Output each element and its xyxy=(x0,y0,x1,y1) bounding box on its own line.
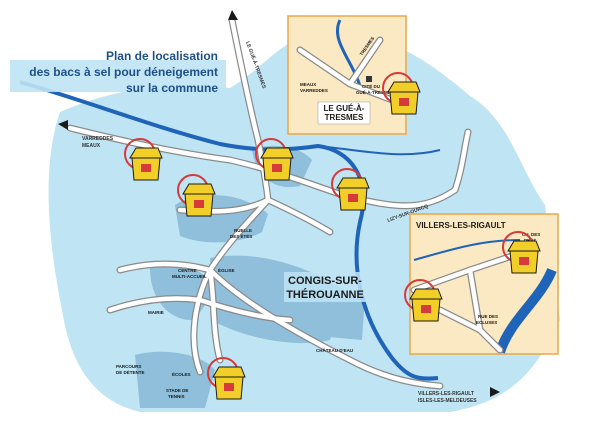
bin-varreddes-lid xyxy=(129,147,163,159)
river-branch xyxy=(317,145,441,156)
inset-villers-title: VILLERS-LES-RIGAULT xyxy=(416,221,506,230)
bin-varreddes-marker xyxy=(141,164,151,172)
inset-villers-les-rigault: VILLERS-LES-RIGAULT CH. DES PRÉS RUE DES… xyxy=(409,213,559,355)
inset-gue-cite-2: GUÉ-À-TRESMES xyxy=(356,88,394,95)
inset-gue-a-tresmes: MEAUX VARREDDES CITÉ DU GUÉ-À-TRESMES TR… xyxy=(287,15,407,135)
map-title-line-3: sur la commune xyxy=(126,81,218,95)
road-label-villers-1: VILLERS-LES-RIGAULT xyxy=(418,391,474,397)
bin-villers-ouest-icon[interactable] xyxy=(404,279,443,322)
bin-route-lizy-marker xyxy=(348,194,358,202)
place-label-parcours-2: DE DÉTENTE xyxy=(116,368,145,375)
map-title-line-1: Plan de localisation xyxy=(106,49,218,63)
inset-villers-rue-2: ECLUSES xyxy=(476,320,497,325)
arrow-villers-icon xyxy=(490,387,500,397)
place-label-centre: CENTRE xyxy=(178,268,197,273)
bin-route-lizy-lid xyxy=(336,177,370,189)
title-box: Plan de localisation des bacs à sel pour… xyxy=(10,49,226,95)
place-label-ruelle-2: DES ÉTÉS xyxy=(230,232,252,239)
bin-villers-ouest-lid xyxy=(409,288,443,300)
arrow-varreddes-icon xyxy=(58,120,68,130)
inset-gue-meaux: MEAUX xyxy=(300,82,316,87)
road-label-meaux: MEAUX xyxy=(82,143,101,149)
place-label-chateau: CHÂTEAU D'EAU xyxy=(316,347,353,353)
town-name-line-2: THÉROUANNE xyxy=(286,288,364,301)
place-label-eglise: ÉGLISE xyxy=(218,266,235,273)
place-label-ecoles: ÉCOLES xyxy=(172,370,191,377)
road-label-villers-2: ISLES-LES-MELDEUSES xyxy=(418,398,477,404)
direction-arrows xyxy=(58,10,500,397)
town-name-line-1: CONGIS-SUR- xyxy=(288,275,362,287)
place-label-stade-2: TENNIS xyxy=(168,394,185,399)
bin-route-lizy-icon[interactable] xyxy=(331,168,370,211)
bin-gue-a-tresmes-icon[interactable] xyxy=(382,72,421,115)
inset-gue-title-2: TRESMES xyxy=(325,113,364,122)
map-title-line-2: des bacs à sel pour déneigement xyxy=(29,65,218,79)
bin-villers-ouest-marker xyxy=(421,305,431,313)
bin-villers-est-icon[interactable] xyxy=(502,231,541,274)
place-label-stade-1: STADE DE xyxy=(166,388,188,393)
place-label-mairie: MAIRIE xyxy=(148,310,164,315)
bin-villers-est-lid xyxy=(507,240,541,252)
bin-ecoles-lid xyxy=(212,366,246,378)
bin-carrefour-nord-lid xyxy=(260,147,294,159)
town-label: CONGIS-SUR- THÉROUANNE xyxy=(284,272,366,302)
inset-villers-rue-1: RUE DES xyxy=(478,314,498,319)
place-label-ruelle: RUELLE xyxy=(234,228,252,233)
bin-carrefour-nord-icon[interactable] xyxy=(255,138,294,181)
bin-bourg-ouest-lid xyxy=(182,183,216,195)
inset-gue-cite: CITÉ DU xyxy=(362,82,380,89)
road-label-varreddes: VARREDDES xyxy=(82,136,114,142)
place-label-multi: MULTI-ACCUEIL xyxy=(172,274,207,279)
bin-bourg-ouest-icon[interactable] xyxy=(177,174,216,217)
bin-gue-a-tresmes-lid xyxy=(387,81,421,93)
river-marne xyxy=(19,80,439,381)
bin-gue-a-tresmes-marker xyxy=(399,98,409,106)
inset-villers-ch-1: CH. DES xyxy=(522,232,540,237)
bin-ecoles-marker xyxy=(224,383,234,391)
bin-varreddes-icon[interactable] xyxy=(124,138,163,181)
arrow-gue-icon xyxy=(228,10,238,20)
bin-villers-est-marker xyxy=(519,257,529,265)
bin-ecoles-icon[interactable] xyxy=(207,357,246,400)
bin-bourg-ouest-marker xyxy=(194,200,204,208)
inset-gue-title-1: LE GUÉ-À- xyxy=(324,104,365,113)
inset-gue-varreddes: VARREDDES xyxy=(300,88,328,93)
place-label-parcours-1: PARCOURS xyxy=(116,364,141,369)
salt-bins xyxy=(124,72,541,400)
bin-carrefour-nord-marker xyxy=(272,164,282,172)
